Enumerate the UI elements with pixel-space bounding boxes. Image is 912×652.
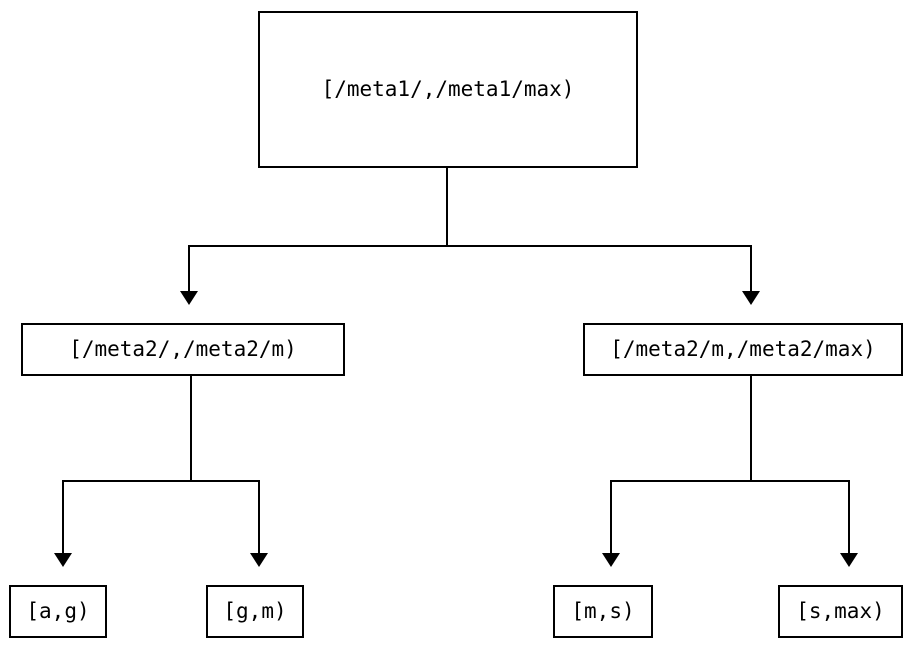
edge-mid-left-crossbar — [62, 480, 260, 482]
arrowhead-mid-right — [742, 291, 760, 305]
edge-root-to-mid-right-drop — [750, 245, 752, 293]
tree-node-leaf-1-label: [a,g) — [26, 599, 90, 623]
arrowhead-leaf-3 — [602, 553, 620, 567]
tree-node-leaf-3-label: [m,s) — [571, 599, 635, 623]
tree-node-mid-right-label: [/meta2/m,/meta2/max) — [610, 337, 876, 361]
arrowhead-leaf-2 — [250, 553, 268, 567]
edge-root-crossbar — [188, 245, 752, 247]
tree-node-leaf-2-label: [g,m) — [223, 599, 287, 623]
tree-node-leaf-3[interactable]: [m,s) — [553, 585, 653, 638]
tree-node-mid-left[interactable]: [/meta2/,/meta2/m) — [21, 323, 345, 376]
arrowhead-leaf-1 — [54, 553, 72, 567]
edge-mid-right-stem — [750, 375, 752, 482]
tree-node-mid-left-label: [/meta2/,/meta2/m) — [69, 337, 297, 361]
arrowhead-mid-left — [180, 291, 198, 305]
edge-mid-right-to-leaf-4-drop — [848, 480, 850, 555]
edge-mid-right-crossbar — [610, 480, 850, 482]
edge-mid-left-to-leaf-2-drop — [258, 480, 260, 555]
tree-node-root[interactable]: [/meta1/,/meta1/max) — [258, 11, 638, 168]
arrowhead-leaf-4 — [840, 553, 858, 567]
tree-node-leaf-2[interactable]: [g,m) — [206, 585, 304, 638]
tree-node-mid-right[interactable]: [/meta2/m,/meta2/max) — [583, 323, 903, 376]
edge-mid-right-to-leaf-3-drop — [610, 480, 612, 555]
edge-root-to-mid-left-drop — [188, 245, 190, 293]
edge-mid-left-stem — [190, 375, 192, 482]
tree-node-leaf-4-label: [s,max) — [796, 599, 885, 623]
edge-mid-left-to-leaf-1-drop — [62, 480, 64, 555]
tree-node-root-label: [/meta1/,/meta1/max) — [321, 77, 575, 101]
tree-node-leaf-1[interactable]: [a,g) — [9, 585, 107, 638]
edge-root-stem — [446, 167, 448, 247]
tree-node-leaf-4[interactable]: [s,max) — [778, 585, 903, 638]
